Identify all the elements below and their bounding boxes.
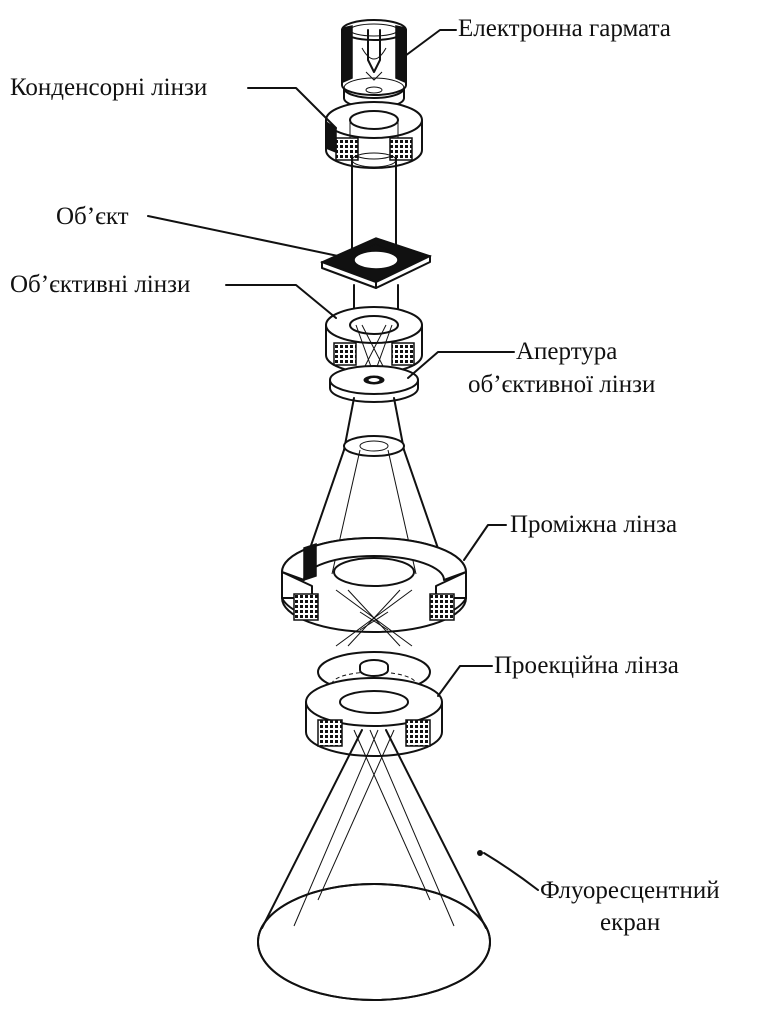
object-specimen [322,238,430,288]
label-objective-aperture-1: Апертура [516,337,617,367]
label-intermediate-lens: Проміжна лінза [510,510,677,540]
label-object: Об’єкт [56,202,129,232]
fluorescent-screen-part [258,850,490,1000]
objective-lens-part [326,307,422,375]
label-electron-gun: Електронна гармата [458,14,671,44]
label-condenser-lenses: Конденсорні лінзи [10,73,207,103]
label-objective-lenses: Об’єктивні лінзи [10,270,190,300]
condenser-lens-part [326,102,422,168]
label-objective-aperture-2: об’єктивної лінзи [468,370,655,400]
label-screen-1: Флуоресцентний [540,876,720,906]
objective-aperture-part [330,366,418,402]
electron-gun-part [342,20,406,108]
label-screen-2: екран [600,908,660,938]
label-projection-lens: Проекційна лінза [494,651,679,681]
